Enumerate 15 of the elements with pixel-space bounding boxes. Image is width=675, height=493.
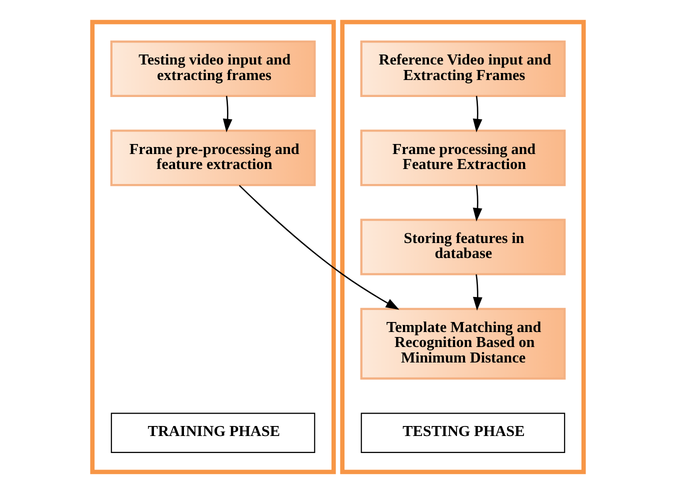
arrow (472, 274, 482, 310)
arrow (472, 184, 482, 222)
node-box: Testing video input and extracting frames (110, 40, 316, 97)
node-box: Reference Video input and Extracting Frames (360, 40, 566, 97)
node-box: Template Matching and Recognition Based on Minimum Distance (360, 307, 566, 380)
node-box: Storing features in database (360, 218, 566, 275)
arrow (222, 95, 232, 132)
node-box: Frame processing and Feature Extraction (360, 129, 566, 186)
cluster (340, 19, 586, 474)
arrow (472, 95, 482, 132)
arrow (238, 184, 399, 310)
node-box: Frame pre-processing and feature extraction (110, 129, 316, 186)
node-box: TESTING PHASE (360, 412, 565, 452)
cluster (90, 19, 336, 474)
node-box: TRAINING PHASE (110, 412, 315, 452)
